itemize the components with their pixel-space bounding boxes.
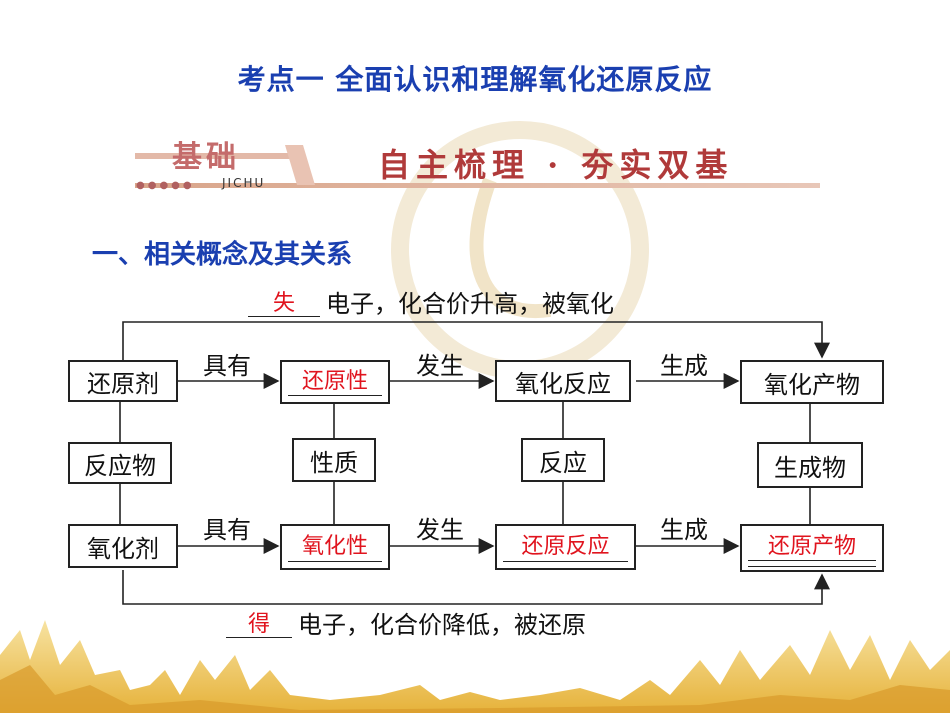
box-reaction: 反应 [521, 438, 605, 482]
bottom-note-blank [226, 637, 292, 638]
label-generate-bottom: 生成 [660, 516, 708, 544]
box-reactant: 反应物 [68, 442, 172, 484]
banner-tag-en: JICHU [222, 176, 266, 190]
box-oxidizing-agent: 氧化剂 [68, 524, 178, 568]
box-reducibility: 还原性 [280, 360, 390, 404]
label-have-top: 具有 [203, 352, 251, 380]
box-reduction-reaction: 还原反应 [495, 524, 636, 570]
label-occur-bottom: 发生 [416, 516, 464, 544]
banner-underline [135, 183, 820, 188]
banner-tag-shape [135, 145, 315, 185]
banner-tag-cn: 基础 [172, 140, 240, 175]
bottom-decoration [0, 620, 950, 713]
bottom-note-answer: 得 [247, 612, 270, 637]
box-product: 生成物 [757, 442, 863, 488]
banner-heading: 自主梳理 · 夯实双基 [378, 146, 734, 184]
page-title: 考点一 全面认识和理解氧化还原反应 [237, 63, 713, 96]
label-have-bottom: 具有 [203, 516, 251, 544]
box-property: 性质 [292, 438, 376, 482]
section-heading: 一、相关概念及其关系 [92, 240, 353, 270]
box-oxidation-product: 氧化产物 [740, 360, 884, 404]
box-reduction-product: 还原产物 [740, 524, 884, 572]
label-generate-top: 生成 [660, 352, 708, 380]
box-oxidation-reaction: 氧化反应 [495, 360, 631, 402]
top-note-text: 电子，化合价升高，被氧化 [326, 290, 614, 318]
box-reducing-agent: 还原剂 [68, 360, 178, 402]
banner-dots: ●●●●● [136, 180, 195, 191]
bottom-note-text: 电子，化合价降低，被还原 [298, 611, 586, 639]
top-note-answer: 失 [272, 291, 295, 316]
label-occur-top: 发生 [416, 352, 464, 380]
box-oxidizability: 氧化性 [280, 524, 390, 570]
top-note-blank [248, 316, 320, 317]
